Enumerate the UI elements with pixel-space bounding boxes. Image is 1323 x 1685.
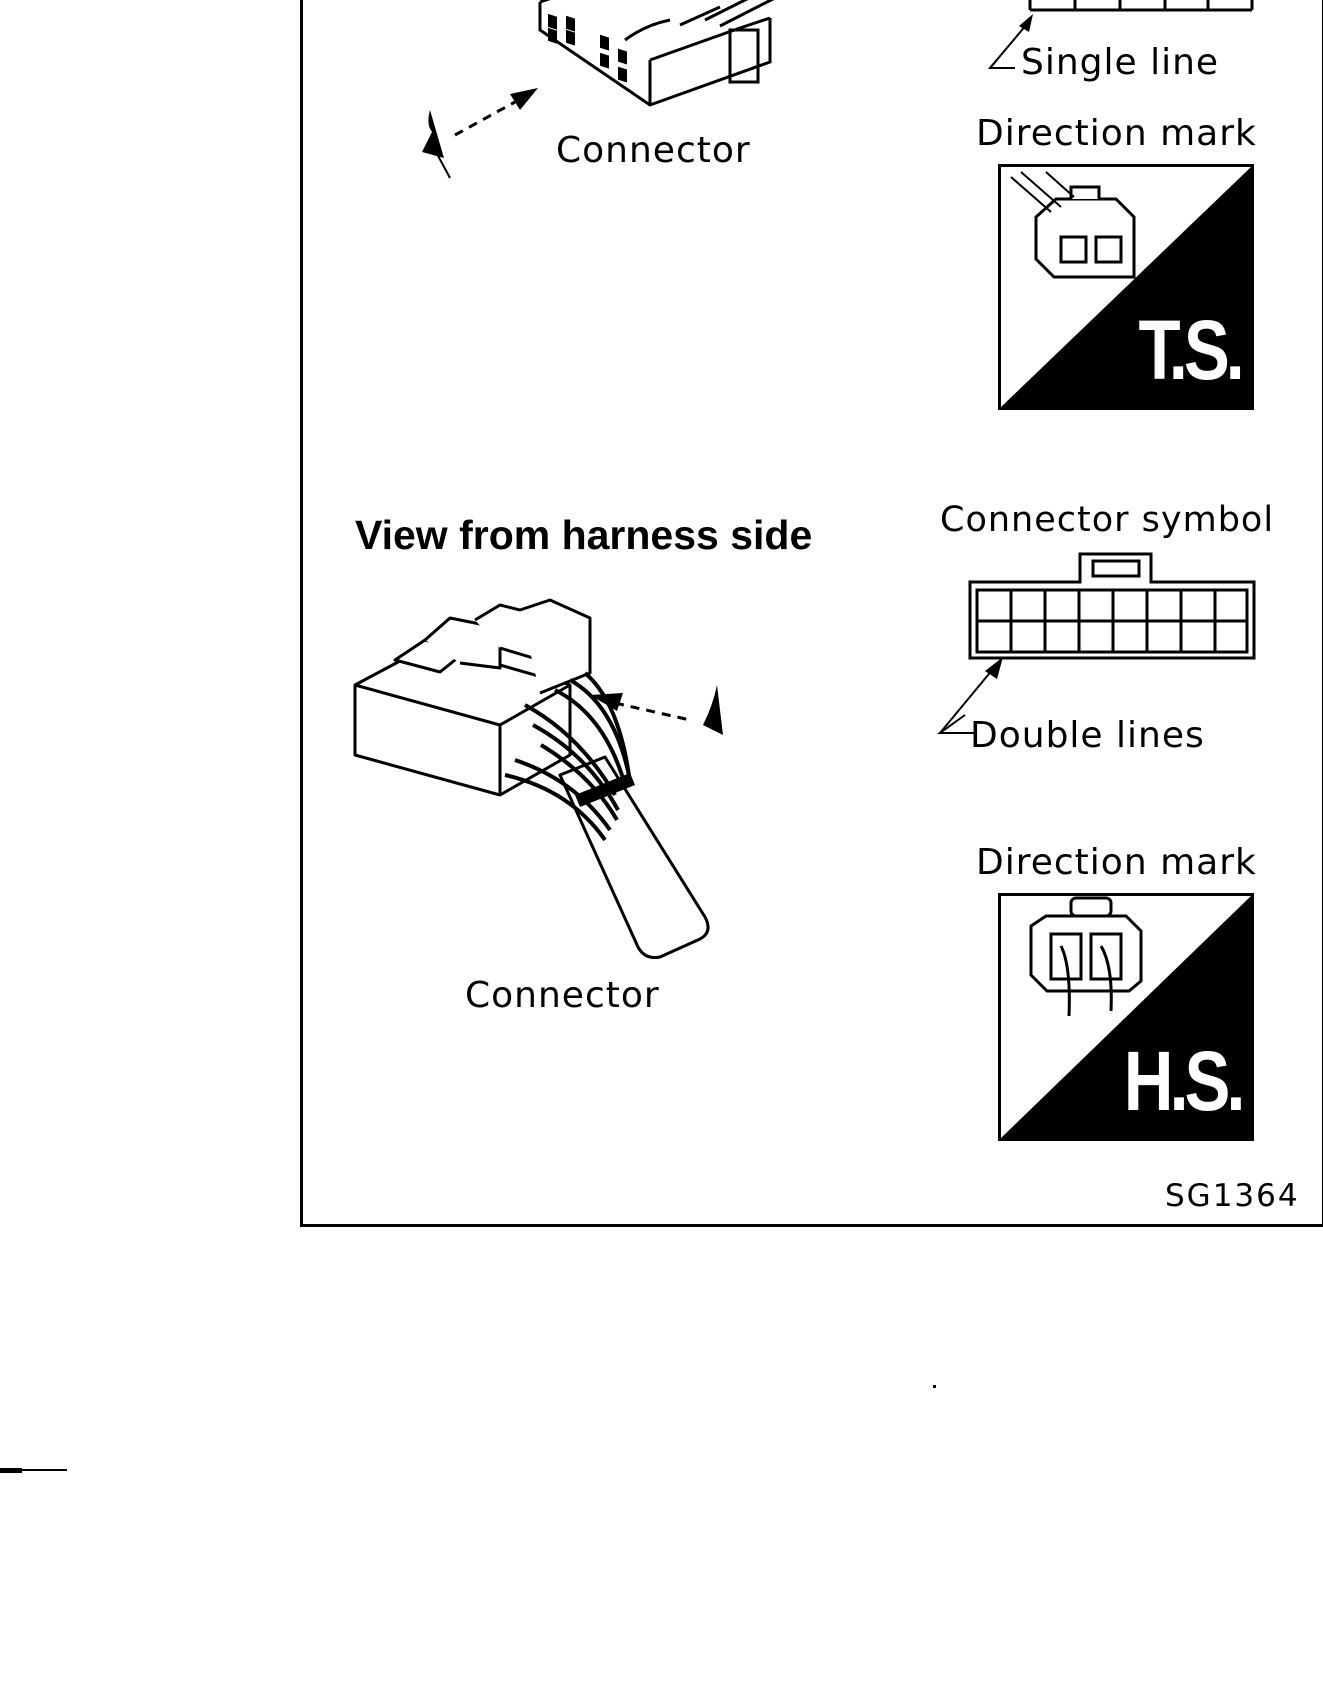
stray-dot [933, 1385, 936, 1388]
hs-direction-mark-badge: H.S. [998, 893, 1254, 1141]
double-line-connector-symbol [968, 552, 1256, 660]
single-line-connector-symbol [1028, 0, 1254, 12]
hs-direction-mark-label: Direction mark [976, 842, 1257, 883]
stray-mark-line [22, 1469, 67, 1471]
figure-code: SG1364 [1165, 1178, 1300, 1214]
terminal-side-connector-label: Connector [556, 130, 751, 171]
ts-badge-text: T.S. [1138, 303, 1245, 397]
single-line-pointer-arrow [987, 14, 1033, 69]
stray-mark [0, 1468, 22, 1473]
connector-symbol-label: Connector symbol [940, 500, 1275, 540]
harness-side-connector-illustration [353, 598, 710, 959]
single-line-label: Single line [1021, 42, 1220, 83]
harness-side-connector-label: Connector [465, 975, 660, 1016]
eye-direction-arrow-icon [422, 88, 538, 179]
hs-badge-text: H.S. [1123, 1034, 1245, 1128]
double-lines-pointer-arrow [936, 657, 1003, 734]
double-lines-label: Double lines [970, 715, 1205, 756]
ts-direction-mark-label: Direction mark [976, 113, 1257, 154]
harness-eye-direction-arrow-icon [590, 685, 723, 735]
harness-side-title: View from harness side [355, 512, 813, 558]
ts-direction-mark-badge: T.S. [998, 164, 1254, 410]
terminal-side-connector-illustration [538, 0, 775, 107]
